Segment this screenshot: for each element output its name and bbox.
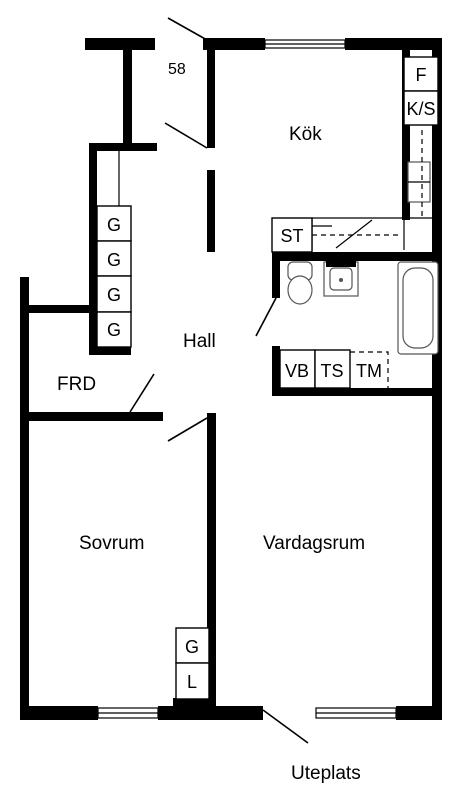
frd-door-swing (129, 373, 155, 413)
window-vardagsrum (315, 707, 397, 719)
room-label-hall: Hall (183, 331, 216, 352)
kitchen-door-swing (164, 122, 208, 149)
washer-label: TM (356, 361, 382, 381)
bathroom-fixtures: VB TS TM (279, 261, 439, 389)
room-label-frd: FRD (57, 374, 96, 395)
wardrobe-label: G (107, 250, 121, 270)
entrance-door-swing (167, 17, 208, 41)
wardrobe-label: G (107, 320, 121, 340)
window-sovrum (97, 707, 159, 719)
room-label-vardagsrum: Vardagsrum (263, 533, 365, 554)
dryer-label: TS (320, 361, 343, 381)
room-label-sovrum: Sovrum (79, 533, 144, 554)
fridge-freezer-label: K/S (406, 99, 435, 119)
windows (97, 39, 397, 719)
balcony-door-swing (262, 709, 309, 744)
linen-cabinet-label: L (187, 672, 197, 692)
sovrum-door-swing (167, 417, 208, 442)
apartment-number: 58 (168, 61, 186, 78)
room-labels: 58 Kök Hall FRD Sovrum Vardagsrum Utepla… (57, 61, 365, 784)
doors (129, 17, 309, 744)
wardrobe-label: G (185, 637, 199, 657)
fridge-label: F (416, 65, 427, 85)
room-label-kok: Kök (289, 124, 322, 145)
walls (20, 38, 442, 720)
room-label-uteplats: Uteplats (291, 763, 361, 784)
kitchen-fixtures: F K/S ST (271, 56, 439, 253)
sovrum-wardrobes: G L (175, 627, 210, 700)
hall-wardrobes: G G G G (96, 151, 132, 348)
wardrobe-label: G (107, 215, 121, 235)
stove-label: ST (280, 226, 303, 246)
wardrobe-label: G (107, 285, 121, 305)
water-heater-label: VB (285, 361, 309, 381)
window-kitchen (264, 39, 346, 49)
bathroom-door-swing (255, 297, 277, 337)
